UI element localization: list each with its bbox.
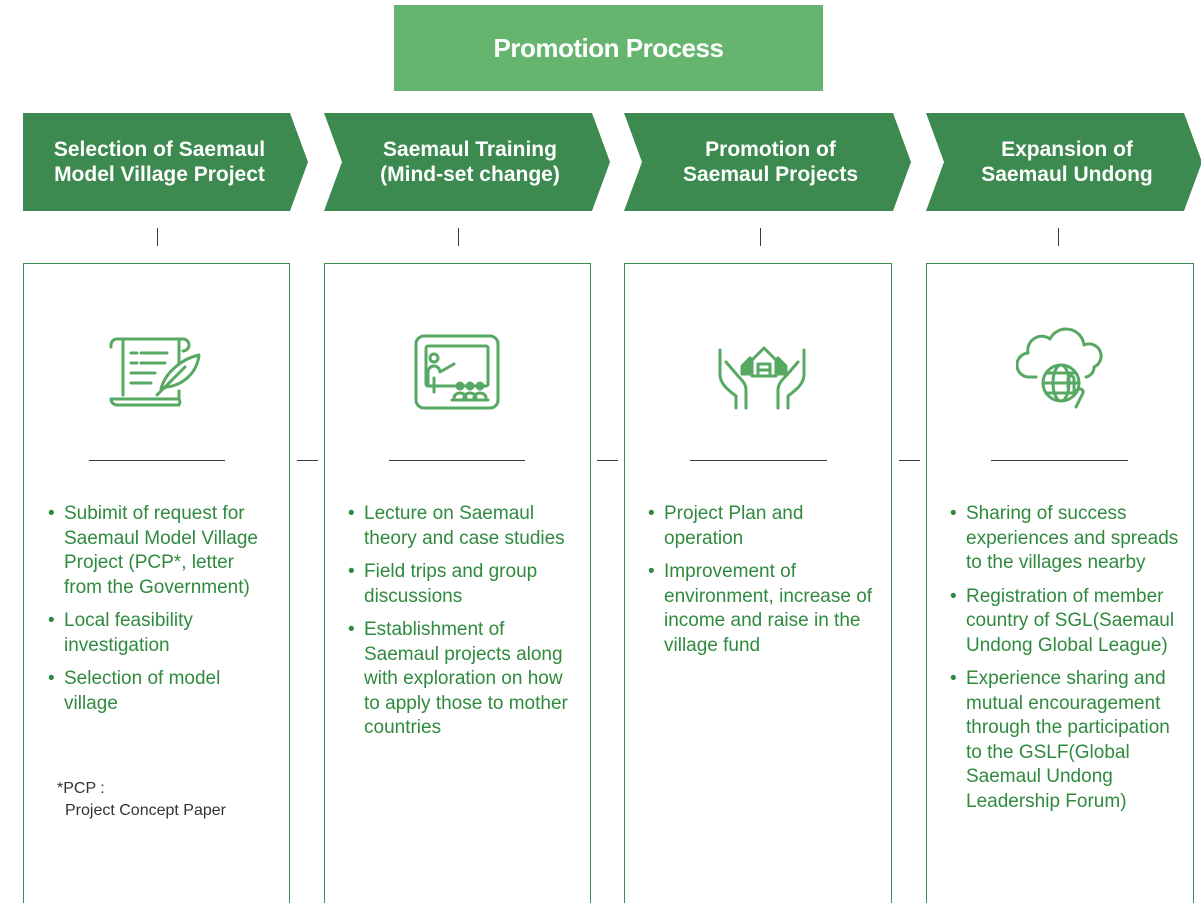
stage-2-connector xyxy=(458,228,459,246)
stage-1-heading-line2: Model Village Project xyxy=(54,163,265,186)
hands-holding-houses-icon xyxy=(718,346,806,410)
footnote-line1: *PCP : xyxy=(57,780,105,797)
footnote-line2: Project Concept Paper xyxy=(65,802,226,819)
stage-4-separator xyxy=(991,460,1128,461)
stage-2-heading-line2: (Mind-set change) xyxy=(380,163,560,186)
list-item: Sharing of success experiences and sprea… xyxy=(950,502,1182,576)
lecture-presentation-icon xyxy=(414,334,500,410)
list-item: Registration of member country of SGL(Sa… xyxy=(950,585,1182,659)
list-item: Improvement of environment, increase of … xyxy=(648,560,873,658)
stage-3-box xyxy=(624,263,892,903)
stage-4-heading-line1: Expansion of xyxy=(1001,138,1133,161)
stage-2-heading: Saemaul Training(Mind-set change) xyxy=(324,113,610,211)
stage-1-heading-line1: Selection of Saemaul xyxy=(53,138,266,161)
scroll-quill-icon xyxy=(109,337,201,407)
list-item: Selection of model village xyxy=(48,667,273,716)
stage-3-separator xyxy=(690,460,827,461)
stage-3-connector xyxy=(760,228,761,246)
stage-1-box xyxy=(23,263,290,903)
stage-2-heading-line1: Saemaul Training xyxy=(383,138,557,161)
box-connector-2-3 xyxy=(597,460,618,461)
box-connector-1-2 xyxy=(297,460,318,461)
list-item: Subimit of request for Saemaul Model Vil… xyxy=(48,502,273,600)
list-item: Local feasibility investigation xyxy=(48,609,273,658)
box-connector-3-4 xyxy=(899,460,920,461)
diagram-title: Promotion Process xyxy=(394,5,823,91)
list-item: Experience sharing and mutual encouragem… xyxy=(950,667,1182,814)
stage-4-box xyxy=(926,263,1194,903)
footnote: *PCP : Project Concept Paper xyxy=(57,778,226,822)
stage-4-heading-line2: Saemaul Undong xyxy=(981,163,1153,186)
list-item: Field trips and group discussions xyxy=(348,560,578,609)
list-item: Establishment of Saemaul projects along … xyxy=(348,618,578,741)
stage-3-list: Project Plan and operation Improvement o… xyxy=(648,502,873,667)
list-item: Lecture on Saemaul theory and case studi… xyxy=(348,502,578,551)
stage-2-box xyxy=(324,263,591,903)
cloud-globe-touch-icon xyxy=(1016,327,1103,409)
stage-4-list: Sharing of success experiences and sprea… xyxy=(950,502,1182,823)
stage-2-separator xyxy=(389,460,525,461)
stage-2-list: Lecture on Saemaul theory and case studi… xyxy=(348,502,578,750)
stage-3-heading-line1: Promotion of xyxy=(705,138,836,161)
stage-1-connector xyxy=(157,228,158,246)
stage-1-separator xyxy=(89,460,225,461)
list-item: Project Plan and operation xyxy=(648,502,873,551)
stage-4-connector xyxy=(1058,228,1059,246)
stage-3-heading-line2: Saemaul Projects xyxy=(682,163,859,186)
stage-1-list: Subimit of request for Saemaul Model Vil… xyxy=(48,502,273,725)
